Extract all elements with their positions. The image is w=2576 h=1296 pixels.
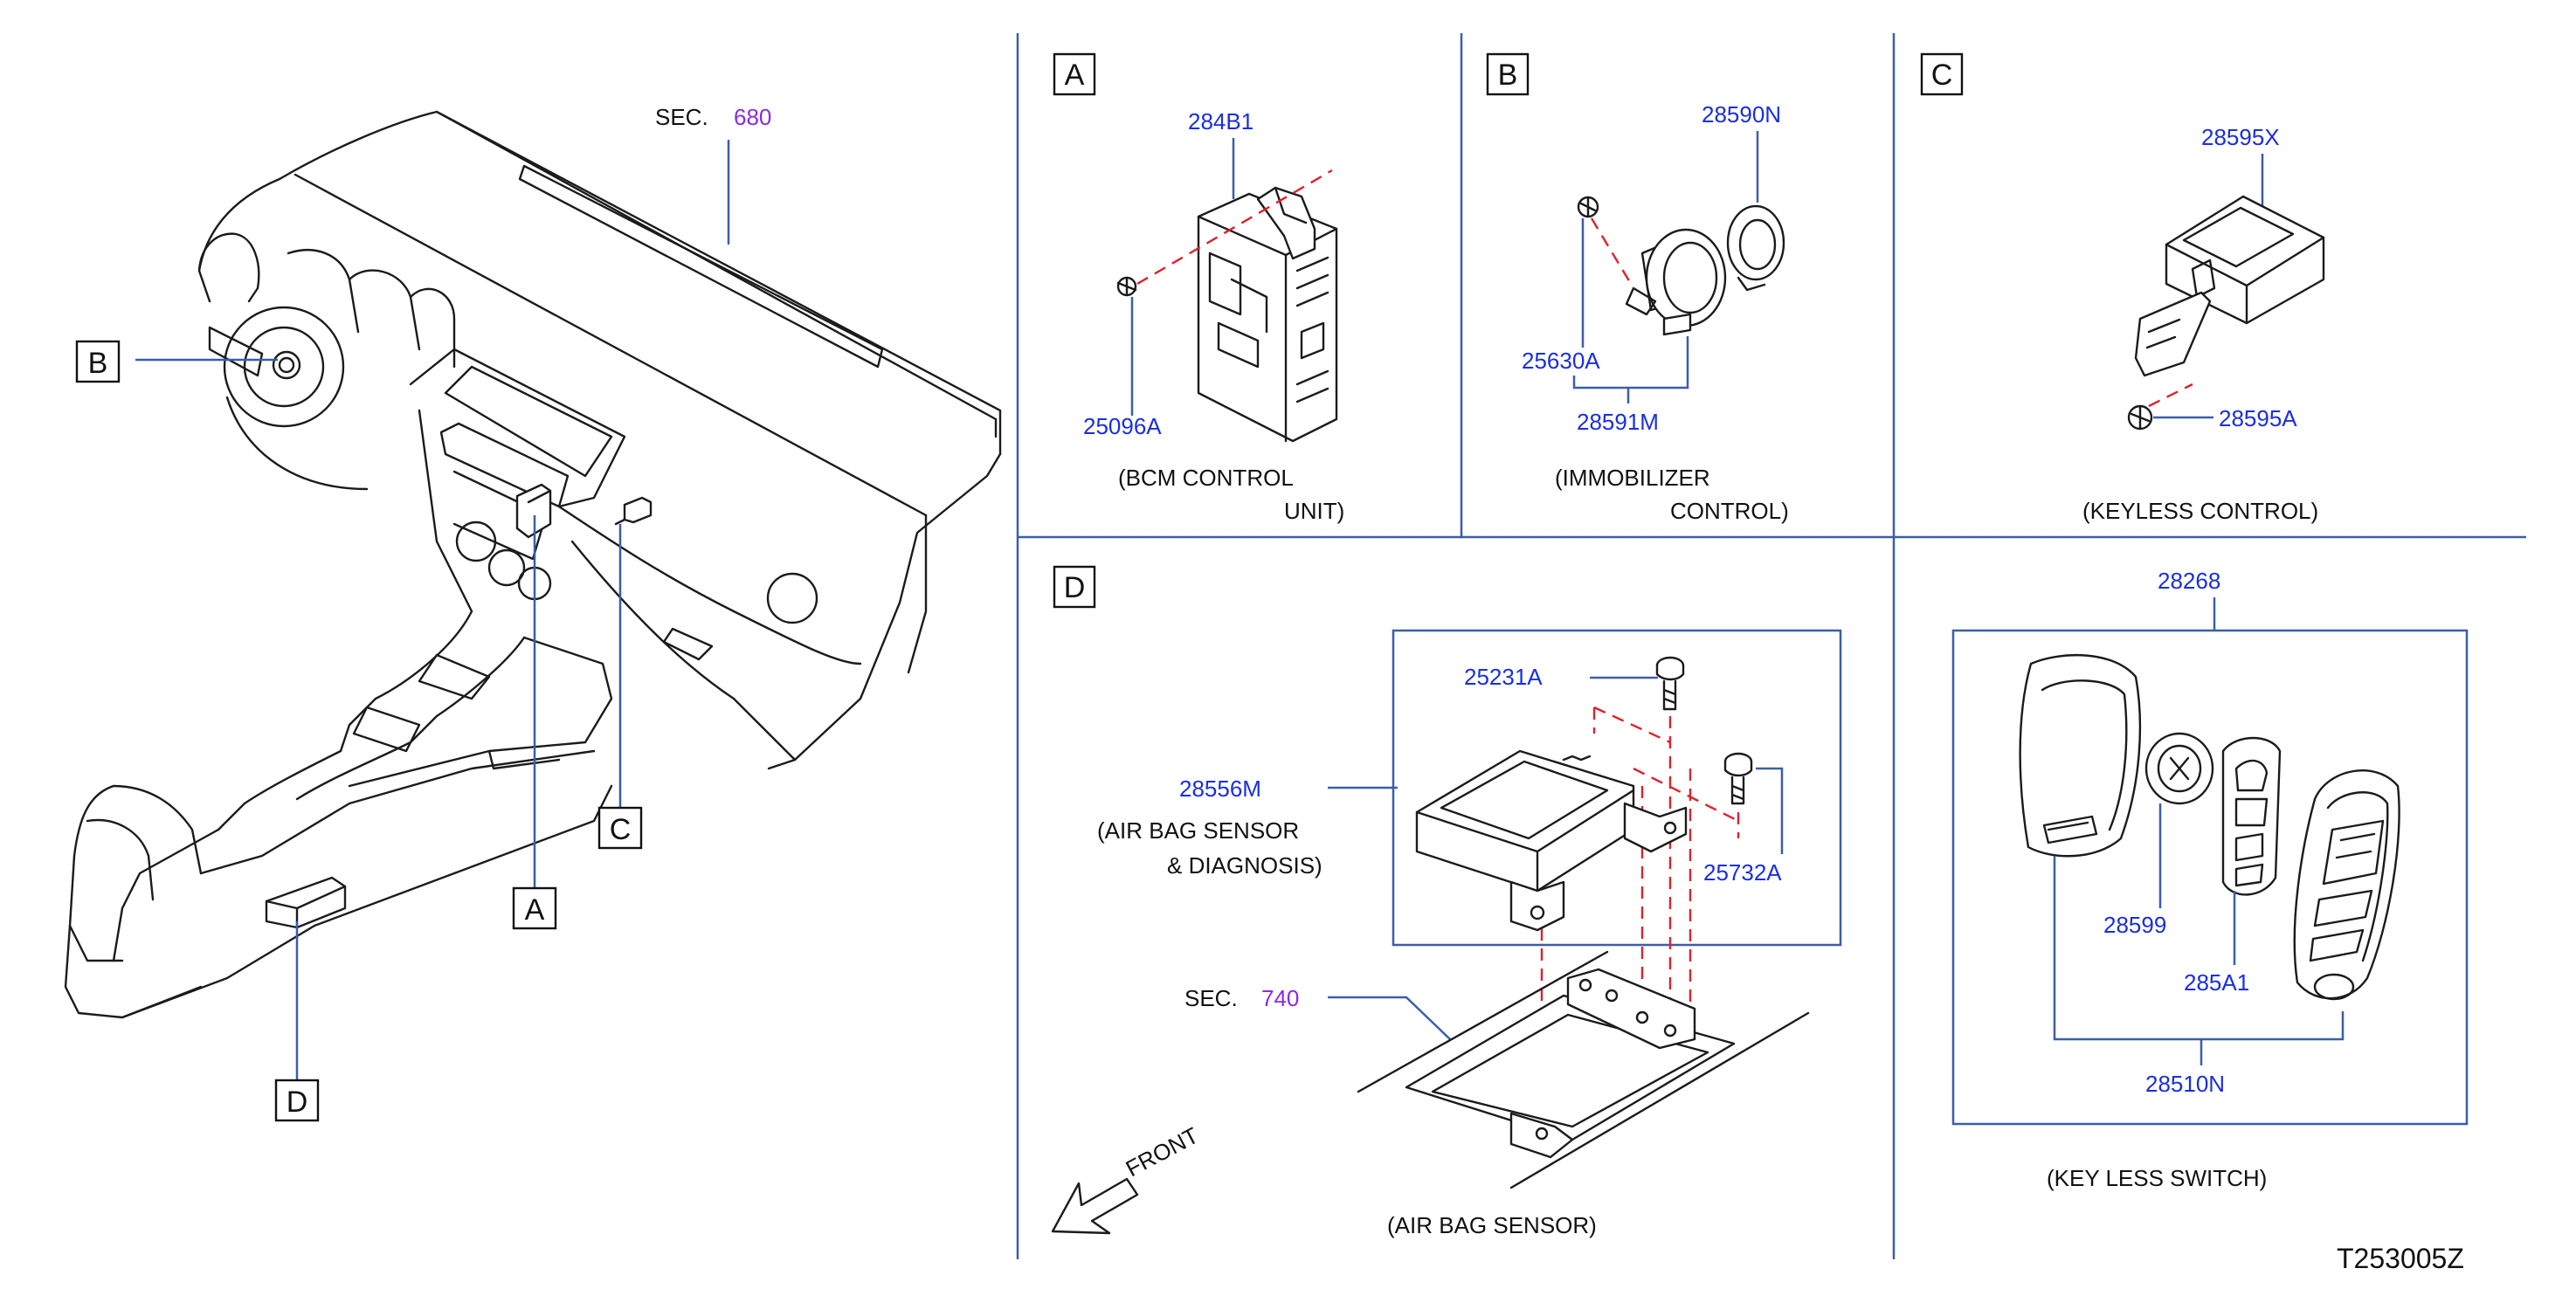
panel-e: 28268 28599 285A1 28510N (KEY L — [1951, 568, 2469, 1191]
sec-number-680: 680 — [734, 104, 771, 130]
dashboard-overview — [64, 110, 1002, 1019]
svg-text:C: C — [610, 813, 632, 846]
panel-d: D 25231A 28556M (AIR BAG SENSOR & DIAGNO… — [1051, 565, 1842, 1238]
svg-text:B: B — [88, 347, 108, 380]
panel-a-letter: A — [1065, 59, 1085, 92]
desc-d-line2: & DIAGNOSIS) — [1167, 852, 1323, 879]
caption-b-line2: CONTROL) — [1670, 498, 1789, 524]
sec-prefix-680: SEC. — [655, 104, 708, 130]
part-28591M: 28591M — [1577, 409, 1659, 435]
front-label: FRONT — [1122, 1122, 1203, 1182]
svg-text:D: D — [287, 1086, 308, 1119]
caption-c: (KEYLESS CONTROL) — [2082, 498, 2318, 524]
caption-a-line1: (BCM CONTROL — [1118, 465, 1294, 491]
caption-a-line2: UNIT) — [1284, 498, 1344, 524]
panel-c-letter: C — [1931, 59, 1953, 92]
overview-leaders — [135, 140, 730, 1080]
callout-c: C — [597, 806, 643, 850]
caption-e: (KEY LESS SWITCH) — [2047, 1165, 2267, 1191]
panel-c: C 28595X 28595A (KEYLESS CONTROL) — [1920, 52, 2325, 524]
panel-b: B 28590N 25630A 28591M (IMMOBILIZER CONT… — [1486, 52, 1789, 524]
caption-d: (AIR BAG SENSOR) — [1387, 1212, 1597, 1238]
overview-sec-ref: SEC. 680 — [655, 104, 771, 130]
panel-a: A 284B1 25096A (BCM CONTROL UNIT) — [1053, 52, 1344, 524]
part-25096A: 25096A — [1083, 413, 1162, 439]
part-25231A: 25231A — [1464, 664, 1543, 690]
panel-dividers — [1016, 33, 2526, 1259]
part-28590N: 28590N — [1702, 101, 1781, 128]
sec-prefix-740: SEC. — [1184, 985, 1238, 1011]
callout-b: B — [75, 340, 121, 383]
part-28556M: 28556M — [1179, 776, 1261, 802]
drawing-code: T253005Z — [2337, 1243, 2464, 1274]
callout-a: A — [512, 886, 557, 930]
part-284B1: 284B1 — [1188, 108, 1253, 134]
caption-b-line1: (IMMOBILIZER — [1555, 465, 1710, 491]
part-25732A: 25732A — [1703, 859, 1782, 886]
panel-b-letter: B — [1498, 59, 1518, 92]
desc-d-line1: (AIR BAG SENSOR — [1097, 817, 1299, 844]
part-25630A: 25630A — [1522, 348, 1600, 374]
panel-d-letter: D — [1064, 571, 1086, 604]
part-28599: 28599 — [2103, 912, 2166, 938]
part-285A1: 285A1 — [2184, 969, 2249, 996]
svg-text:A: A — [525, 893, 545, 927]
callout-d: D — [274, 1079, 320, 1122]
part-28510N: 28510N — [2145, 1071, 2225, 1097]
part-28595A: 28595A — [2219, 405, 2297, 431]
sec-number-740: 740 — [1261, 985, 1299, 1011]
part-28268: 28268 — [2158, 568, 2220, 594]
part-28595X: 28595X — [2201, 124, 2280, 150]
